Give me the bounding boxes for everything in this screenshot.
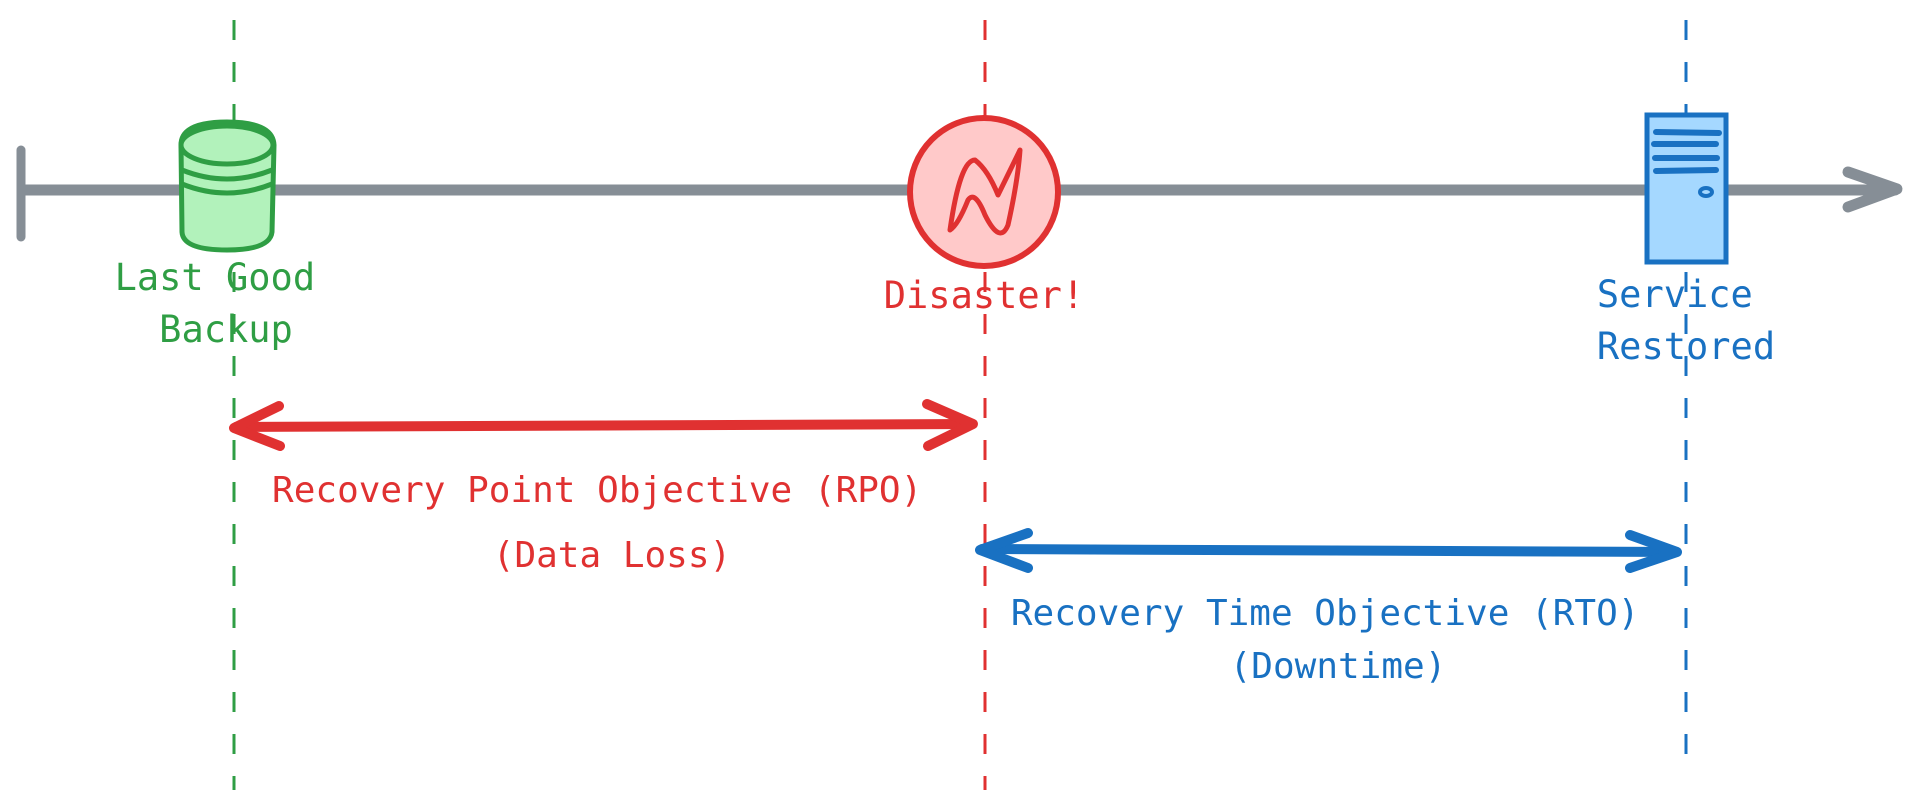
backup-label-line-2: Backup (159, 308, 293, 351)
timeline-arrow-icon (1842, 166, 1903, 213)
backup-label: Last Good Backup (115, 256, 338, 351)
restored-label: Service Restored (1597, 273, 1775, 368)
rto-label: Recovery Time Objective (RTO) (Downtime) (1011, 593, 1661, 687)
rpo-sublabel: (Data Loss) (493, 535, 731, 576)
server-icon (1644, 112, 1729, 265)
disaster-circle (907, 115, 1061, 269)
rpo-title: Recovery Point Objective (RPO) (272, 470, 922, 511)
database-icon (178, 119, 277, 253)
disaster-label: Disaster! (884, 274, 1084, 317)
rto-span-arrow (975, 528, 1682, 573)
backup-label-line-1: Last Good (115, 256, 315, 299)
disaster-label-line-1: Disaster! (884, 274, 1084, 317)
restored-label-line-2: Restored (1597, 325, 1775, 368)
restored-label-line-1: Service (1597, 273, 1753, 316)
rto-sublabel: (Downtime) (1230, 646, 1447, 687)
rpo-span-arrow (229, 399, 978, 451)
disaster-marker (907, 115, 1061, 269)
lightning-icon (947, 147, 1023, 236)
rpo-label: Recovery Point Objective (RPO) (Data Los… (272, 470, 944, 576)
rto-title: Recovery Time Objective (RTO) (1011, 593, 1640, 634)
